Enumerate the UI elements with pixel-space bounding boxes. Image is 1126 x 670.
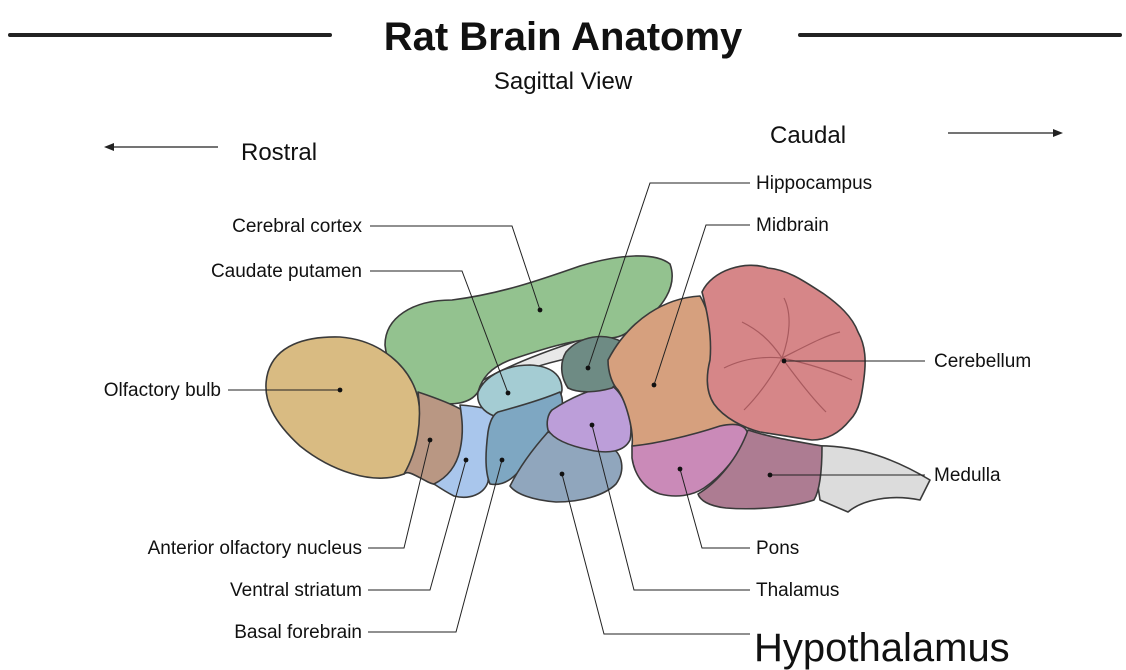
page-title: Rat Brain Anatomy <box>384 15 743 59</box>
label-caudate-putamen: Caudate putamen <box>211 261 362 282</box>
anchor-anterior-olfactory-nucleus <box>428 438 433 443</box>
anchor-basal-forebrain <box>500 458 505 463</box>
caudal-label: Caudal <box>770 122 846 149</box>
label-cerebral-cortex: Cerebral cortex <box>232 216 362 237</box>
anchor-caudate-putamen <box>506 391 511 396</box>
anchor-hypothalamus <box>560 472 565 477</box>
page-subtitle: Sagittal View <box>494 68 633 95</box>
label-basal-forebrain: Basal forebrain <box>234 622 362 643</box>
label-cerebellum: Cerebellum <box>934 351 1031 372</box>
label-medulla: Medulla <box>934 465 1001 486</box>
label-anterior-olfactory-nucleus: Anterior olfactory nucleus <box>148 538 362 559</box>
anchor-ventral-striatum <box>464 458 469 463</box>
rostral-label: Rostral <box>241 139 317 166</box>
anchor-olfactory-bulb <box>338 388 343 393</box>
label-hippocampus: Hippocampus <box>756 173 872 194</box>
label-olfactory-bulb: Olfactory bulb <box>104 380 221 401</box>
label-pons: Pons <box>756 538 799 559</box>
anchor-cerebellum <box>782 359 787 364</box>
anchor-medulla <box>768 473 773 478</box>
label-thalamus: Thalamus <box>756 580 839 601</box>
rostral-arrow-icon <box>104 143 218 151</box>
spinal-cord <box>812 446 930 512</box>
anchor-hippocampus <box>586 366 591 371</box>
anchor-thalamus <box>590 423 595 428</box>
label-ventral-striatum: Ventral striatum <box>230 580 362 601</box>
anchor-pons <box>678 467 683 472</box>
label-hypothalamus: Hypothalamus <box>754 626 1010 670</box>
anchor-midbrain <box>652 383 657 388</box>
caudal-arrow-icon <box>948 129 1063 137</box>
label-midbrain: Midbrain <box>756 215 829 236</box>
anchor-cerebral-cortex <box>538 308 543 313</box>
